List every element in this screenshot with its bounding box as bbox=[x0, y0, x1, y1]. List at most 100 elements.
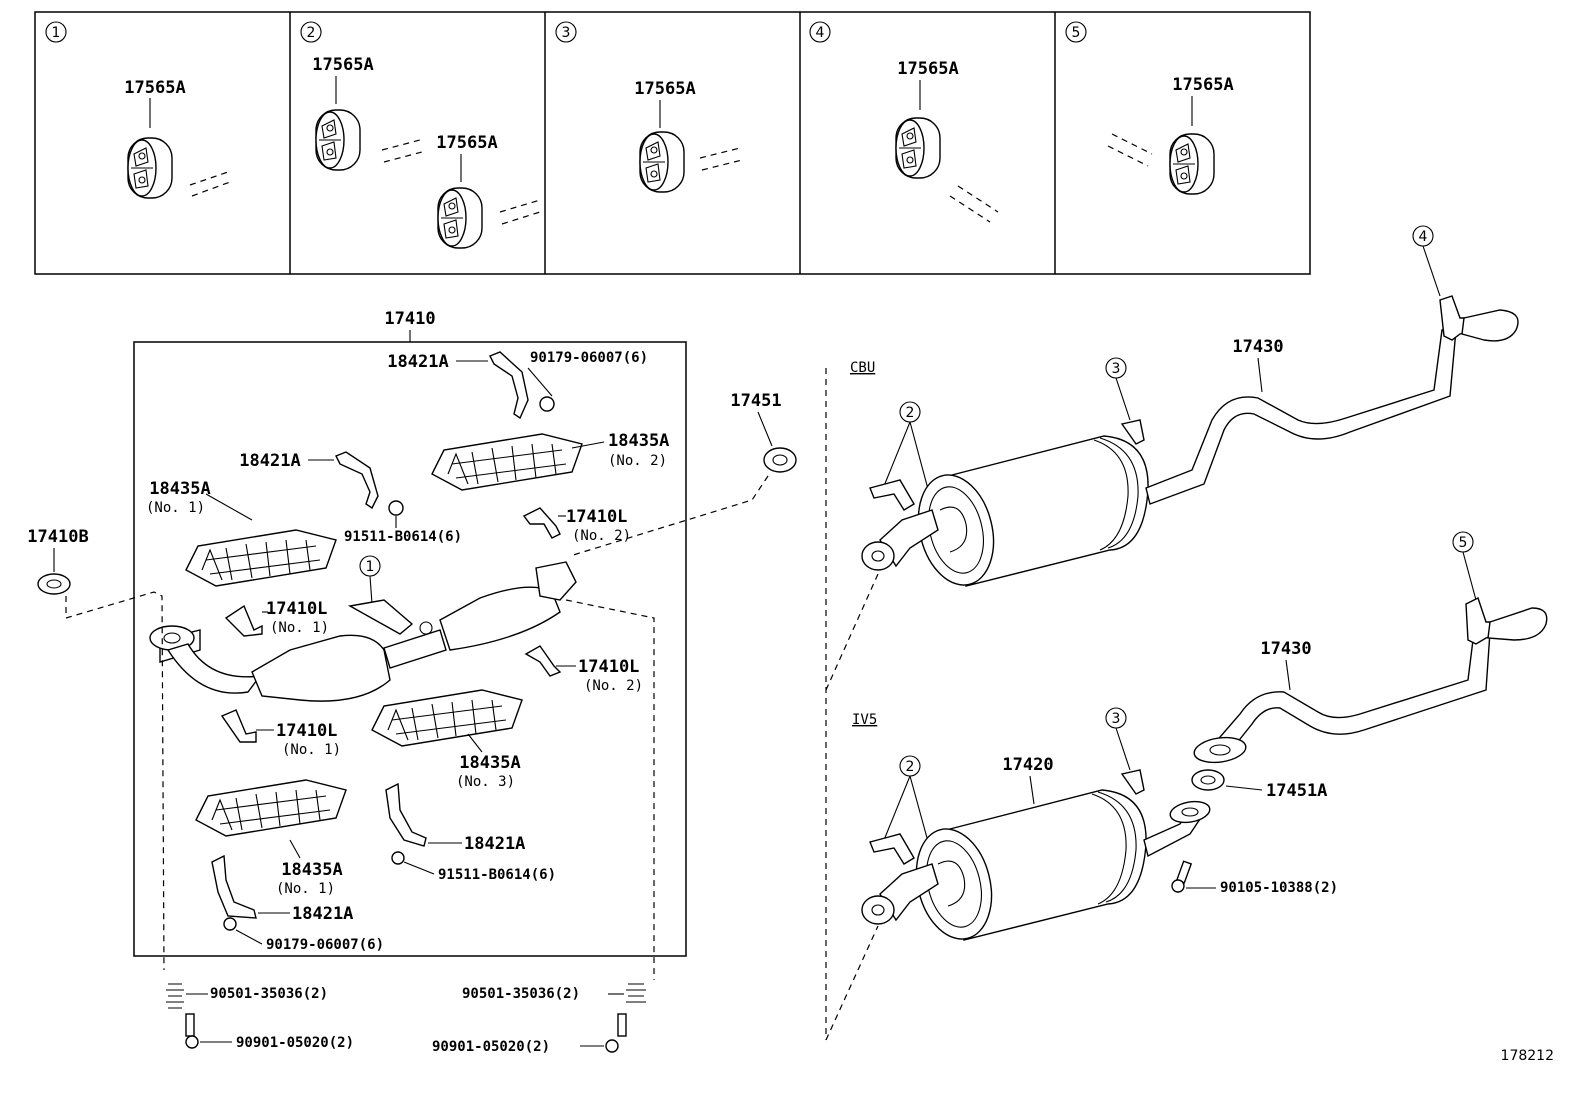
clamp-low-label: 18421A bbox=[464, 834, 525, 854]
muffler bbox=[861, 769, 1211, 941]
bracket-no2-top-label: 17410L bbox=[566, 507, 627, 527]
clamp-icon bbox=[385, 782, 427, 847]
panel-3-callout: 3 bbox=[562, 25, 571, 41]
panel-5-callout: 5 bbox=[1072, 25, 1081, 41]
bolt-icon bbox=[223, 917, 237, 931]
bracket-no2-mid-label: 17410L bbox=[578, 657, 639, 677]
hanger-panel-4: 4 17565A bbox=[809, 21, 999, 223]
iv5-muffler-label: 17420 bbox=[1002, 755, 1053, 775]
iv5-callout-2: 2 bbox=[906, 759, 915, 775]
rubber-hanger-icon bbox=[639, 131, 685, 193]
gasket-icon bbox=[763, 447, 797, 473]
clamp-icon bbox=[335, 451, 379, 510]
panel-1-label: 17565A bbox=[124, 78, 185, 98]
bracket-no2-mid-sub: (No. 2) bbox=[584, 678, 643, 694]
spring-icon bbox=[166, 983, 184, 1009]
iv5-callout-3: 3 bbox=[1112, 711, 1121, 727]
bolt-icon bbox=[185, 1013, 195, 1037]
iv5-gasket-label: 17451A bbox=[1266, 781, 1327, 801]
gasket-right: 17451 bbox=[569, 368, 827, 1040]
bolt-top-label: 90179-06007(6) bbox=[530, 350, 648, 366]
bracket-no1-top-label: 17410L bbox=[266, 599, 327, 619]
rubber-hanger-icon bbox=[127, 137, 173, 199]
panel-3-label: 17565A bbox=[634, 79, 695, 99]
gasket-left: 17410B bbox=[27, 527, 165, 971]
spring-icon bbox=[626, 983, 646, 1003]
rubber-hanger-icon bbox=[437, 187, 483, 249]
heat-shield-icon bbox=[195, 779, 347, 837]
nut-icon bbox=[388, 500, 404, 516]
cbu-callout-3: 3 bbox=[1112, 361, 1121, 377]
panel-1-callout: 1 bbox=[52, 25, 61, 41]
clamp-icon bbox=[489, 351, 529, 420]
cbu-variant-label: CBU bbox=[850, 360, 875, 376]
shield-no1-sub: (No. 1) bbox=[146, 500, 205, 516]
cbu-callout-4: 4 bbox=[1419, 229, 1428, 245]
hanger-panels: 1 17565A 2 17565A 17565A 3 17565A bbox=[34, 11, 1311, 275]
clamp-mid-label: 18421A bbox=[239, 451, 300, 471]
iv5-bolt-label: 90105-10388(2) bbox=[1220, 880, 1338, 896]
gasket-icon bbox=[37, 573, 71, 595]
shield-no1-low-label: 18435A bbox=[281, 860, 342, 880]
panel-5-label: 17565A bbox=[1172, 75, 1233, 95]
rubber-hanger-icon bbox=[895, 117, 941, 179]
heat-shield-icon bbox=[185, 529, 337, 587]
shield-no1-low-sub: (No. 1) bbox=[276, 881, 335, 897]
bolt-left-label: 90901-05020(2) bbox=[236, 1035, 354, 1051]
assembly-title: 17410 bbox=[384, 309, 435, 329]
nut-mid-label: 91511-B0614(6) bbox=[344, 529, 462, 545]
nut-icon bbox=[391, 851, 405, 865]
bolt-icon bbox=[539, 396, 555, 412]
panel-4-callout: 4 bbox=[816, 25, 825, 41]
shield-no1-label: 18435A bbox=[149, 479, 210, 499]
spring-left-label: 90501-35036(2) bbox=[210, 986, 328, 1002]
converter-assembly: 17410 18421A 90179-06007(6) 18435A (No. … bbox=[133, 309, 687, 957]
reference-number: 178212 bbox=[1501, 1048, 1554, 1064]
gasket-left-label: 17410B bbox=[27, 527, 88, 547]
bracket-no1-low-sub: (No. 1) bbox=[282, 742, 341, 758]
cbu-tailpipe-label: 17430 bbox=[1232, 337, 1283, 357]
bracket-no1-low-label: 17410L bbox=[276, 721, 337, 741]
gasket-icon bbox=[1191, 769, 1225, 791]
shield-no3-label: 18435A bbox=[459, 753, 520, 773]
clamp-bottom-label: 18421A bbox=[292, 904, 353, 924]
nut-low-label: 91511-B0614(6) bbox=[438, 867, 556, 883]
tailpipe bbox=[1145, 329, 1457, 505]
bolt-icon bbox=[617, 1013, 627, 1037]
fasteners-left: 90501-35036(2) 90901-05020(2) bbox=[166, 983, 354, 1051]
hanger-panel-1: 1 17565A bbox=[45, 21, 231, 199]
hanger-panel-2: 2 17565A 17565A bbox=[300, 21, 541, 249]
hanger-panel-5: 5 17565A bbox=[1065, 21, 1234, 195]
heat-shield-icon bbox=[371, 689, 523, 747]
tailpipe-tip bbox=[1487, 607, 1548, 641]
clamp-top-label: 18421A bbox=[387, 352, 448, 372]
iv5-tailpipe-label: 17430 bbox=[1260, 639, 1311, 659]
bolt-right-label: 90901-05020(2) bbox=[432, 1039, 550, 1055]
fasteners-right: 90501-35036(2) 90901-05020(2) bbox=[432, 599, 655, 1055]
spring-right-label: 90501-35036(2) bbox=[462, 986, 580, 1002]
tailpipe bbox=[1212, 631, 1491, 755]
rubber-hanger-icon bbox=[315, 109, 361, 171]
bracket-icon bbox=[224, 604, 263, 637]
tailpipe-tip bbox=[1461, 309, 1519, 342]
cbu-callout-2: 2 bbox=[906, 405, 915, 421]
shield-no2-sub: (No. 2) bbox=[608, 453, 667, 469]
catalytic-converter-pipe bbox=[149, 561, 577, 702]
bracket-icon bbox=[524, 645, 562, 677]
hanger-panel-3: 3 17565A bbox=[555, 21, 743, 193]
assembly-callout: 1 bbox=[366, 559, 375, 575]
panel-2-label-a: 17565A bbox=[312, 55, 373, 75]
panel-2-label-b: 17565A bbox=[436, 133, 497, 153]
bracket-no2-top-sub: (No. 2) bbox=[572, 528, 631, 544]
iv5-variant-label: IV5 bbox=[852, 712, 877, 728]
bracket-icon bbox=[220, 709, 257, 743]
bracket-icon bbox=[522, 507, 561, 539]
clamp-icon bbox=[211, 854, 257, 919]
iv5-variant: IV5 2 3 5 17420 17430 bbox=[852, 531, 1548, 941]
rubber-hanger-icon bbox=[1169, 133, 1215, 195]
shield-no3-sub: (No. 3) bbox=[456, 774, 515, 790]
gasket-right-label: 17451 bbox=[730, 391, 781, 411]
muffler bbox=[861, 419, 1149, 587]
panel-4-label: 17565A bbox=[897, 59, 958, 79]
iv5-callout-5: 5 bbox=[1459, 535, 1468, 551]
